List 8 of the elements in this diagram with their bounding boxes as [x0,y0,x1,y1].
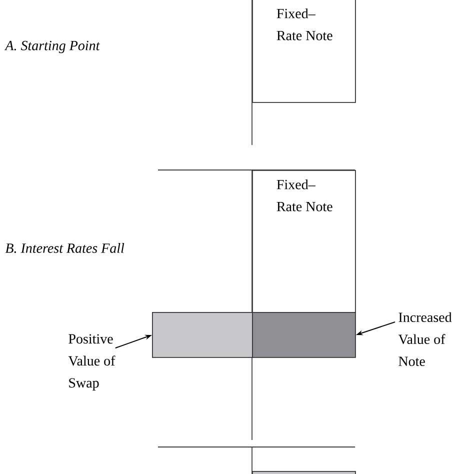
note-box: Fixed– Rate Note [252,0,356,103]
value-bar [152,312,253,358]
value-bar [252,312,356,358]
panel-heading: B. Interest Rates Fall [5,243,124,253]
value-bar [252,471,356,474]
callout-text: Increased Value of Note [398,312,452,366]
panel-heading: A. Starting Point [4,40,100,54]
callout-text: Positive Value of Swap [68,334,116,390]
